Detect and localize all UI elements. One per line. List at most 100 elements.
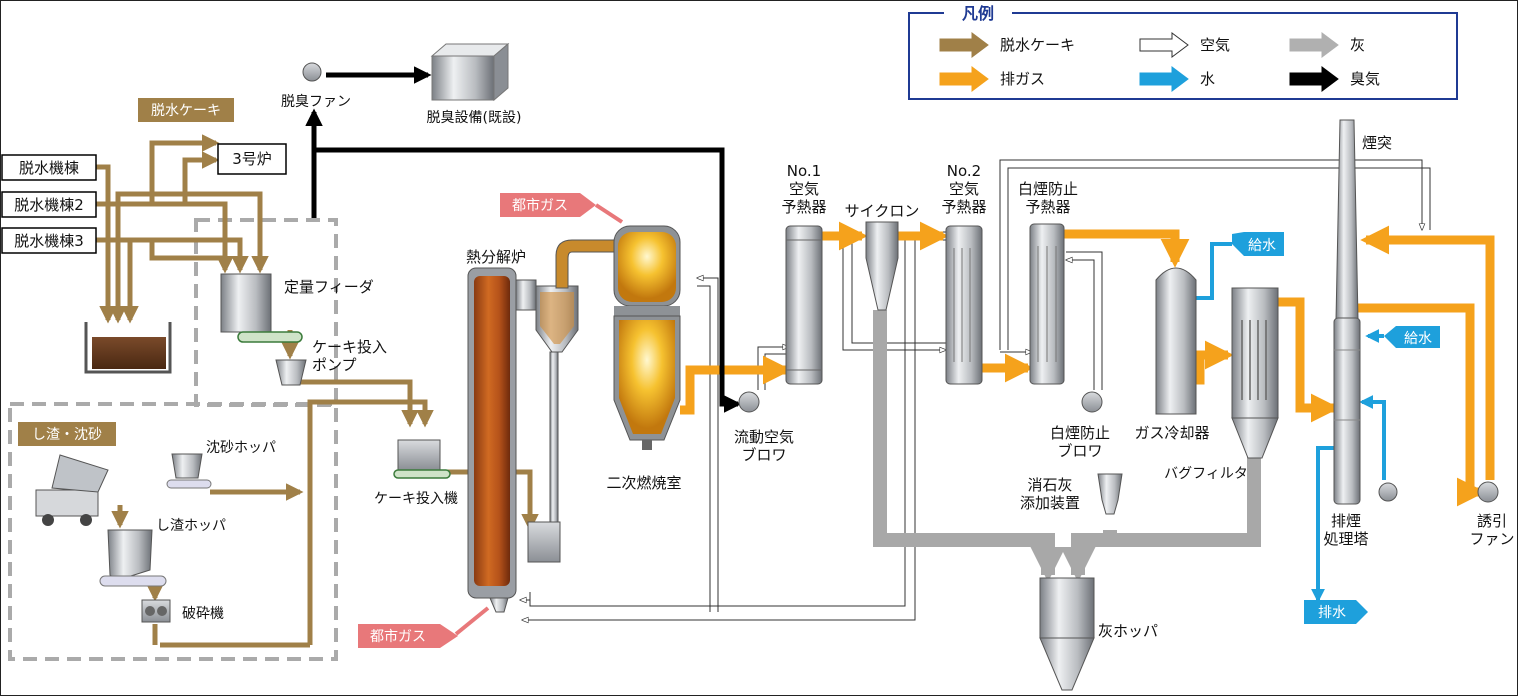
chimney-label: 煙突 [1362,134,1392,152]
cyclone-unit [865,221,899,311]
induced-fan-label: 誘引ファン [1469,512,1514,548]
screen-area-dashed [8,402,338,661]
city-gas-top-tag: 都市ガス [500,193,624,224]
grit-hopper [166,453,212,489]
gas-cooler-label: ガス冷却器 [1134,424,1209,442]
city-gas-bottom-tag: 都市ガス [358,606,490,648]
feeder-label: 定量フィーダ [284,278,374,296]
legend-item: 空気 [1139,32,1230,58]
pyrolysis-furnace [467,267,537,613]
legend-item-label: 水 [1200,70,1215,88]
white-smoke-preheater [1029,223,1065,385]
cake-pump-label: ケーキ投入ポンプ [312,338,387,374]
screen-hopper [99,529,167,587]
deodor-fan-label: 脱臭ファン [281,94,351,110]
screen-tag-label: し渣・沈砂 [32,427,102,443]
building-box-3: 脱水機棟3 [1,227,97,254]
pyrolysis-label: 熱分解炉 [466,248,526,266]
building-label-3: 脱水機棟3 [14,232,84,250]
legend-arrow-icon [1289,66,1339,92]
cake-tag-label: 脱水ケーキ [151,103,221,119]
white-smoke-blower-label: 白煙防止ブロワ [1050,424,1110,460]
odor-lines [305,66,742,413]
screen-hopper-label: し渣ホッパ [156,518,226,534]
crusher [141,599,171,623]
ash-lines [873,310,1261,582]
building-box-2: 脱水機棟2 [1,191,97,218]
scrubber-pump [1378,482,1398,502]
building-box-1: 脱水機棟 [1,154,97,181]
cake-lines [96,134,539,648]
screen-tag: し渣・沈砂 [18,422,116,446]
preheater-2 [945,225,983,385]
cake-pump [275,359,307,386]
supply-water-label-1: 給水 [1248,238,1276,254]
legend-item-label: 排ガス [1000,70,1045,88]
bag-filter [1231,287,1279,459]
scrubber-tower [1333,317,1361,505]
legend-arrow-icon [1289,32,1339,58]
constant-feeder [220,273,303,343]
crusher-label: 破砕機 [182,606,224,622]
water-lines [1181,242,1386,603]
deodor-facility-label: 脱臭設備(既設) [427,110,522,126]
legend-item: 排ガス [939,66,1045,92]
fluid-blower-label: 流動空気ブロワ [734,428,794,464]
deodor-fan [302,62,322,82]
legend-item: 脱水ケーキ [939,32,1075,58]
furnace3-box: 3号炉 [217,143,287,175]
legend-item: 灰 [1289,32,1365,58]
legend-item-label: 灰 [1350,36,1365,54]
ash-hopper [1039,577,1095,691]
legend-title: 凡例 [962,4,994,23]
furnace3-label: 3号炉 [232,150,272,168]
drain-label: 排水 [1318,605,1346,621]
building-label-2: 脱水機棟2 [14,196,84,214]
legend-item-label: 臭気 [1350,70,1380,88]
cake-feeder-label: ケーキ投入機 [374,491,458,507]
cake-feeder-machine [393,439,451,479]
legend-arrow-icon [1139,32,1189,58]
cyclone-label: サイクロン [845,202,920,220]
legend-arrow-icon [939,66,989,92]
supply-water-tag-2: 給水 [1384,326,1440,348]
supply-water-tag-1: 給水 [1232,232,1284,256]
chimney [1335,119,1359,321]
sludge-pit [84,322,172,374]
exhaust-lines [680,221,1495,507]
deodor-facility [430,42,510,102]
legend-arrow-icon [939,32,989,58]
cyclone-furnace [527,285,579,563]
white-smoke-preheater-label: 白煙防止予熱器 [1018,180,1078,216]
cake-tag: 脱水ケーキ [138,98,234,122]
building-label-1: 脱水機棟 [19,159,79,177]
drain-tag: 排水 [1304,600,1368,624]
secondary-combustion [613,225,681,450]
dump-truck [35,454,109,526]
legend-arrow-icon [1139,66,1189,92]
legend-item-label: 空気 [1200,36,1230,54]
preheater-1 [785,225,823,385]
legend-item: 臭気 [1289,66,1380,92]
gas-cooler [1155,267,1197,415]
legend-item-label: 脱水ケーキ [1000,36,1075,54]
duct [555,239,619,289]
legend-item: 水 [1139,66,1215,92]
city-gas-top-label: 都市ガス [512,197,568,214]
white-smoke-blower [1081,391,1103,413]
lime-feeder [1097,473,1123,515]
induced-fan [1477,481,1499,503]
bag-filter-label: バグフィルタ [1164,466,1248,482]
scrubber-label: 排煙処理塔 [1323,512,1368,548]
secondary-label: 二次燃焼室 [606,474,681,492]
legend-frame [908,12,1458,100]
blower-fluid [738,391,760,413]
supply-water-label-2: 給水 [1404,331,1432,347]
lime-label: 消石灰添加装置 [1020,476,1080,512]
grit-hopper-label: 沈砂ホッパ [206,440,276,456]
feeder-area-dashed [194,218,338,407]
ash-hopper-label: 灰ホッパ [1098,622,1158,640]
